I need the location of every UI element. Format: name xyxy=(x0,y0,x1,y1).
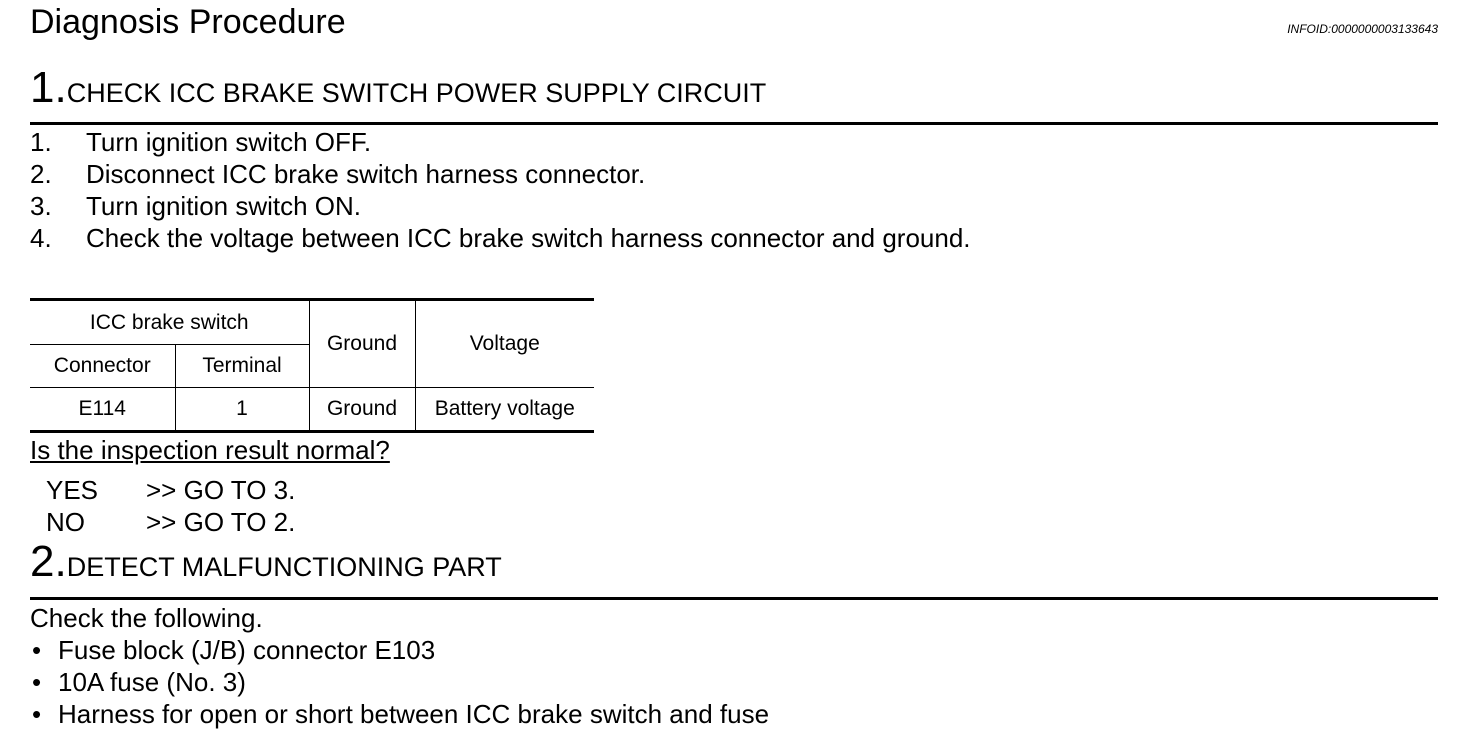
instruction-item: 4. Check the voltage between ICC brake s… xyxy=(30,222,971,254)
inspection-answers: YES >> GO TO 3. NO >> GO TO 2. xyxy=(46,474,295,538)
table-header-ground: Ground xyxy=(308,299,416,388)
instruction-number: 1. xyxy=(30,127,52,157)
answer-yes: YES xyxy=(46,475,99,505)
table-group-header: ICC brake switch xyxy=(30,299,310,345)
table-cell-voltage: Battery voltage xyxy=(414,387,594,432)
instruction-text: Check the voltage between ICC brake swit… xyxy=(86,223,971,253)
table-header-terminal: Terminal xyxy=(174,344,309,388)
check-list: • Fuse block (J/B) connector E103 • 10A … xyxy=(30,634,769,730)
table-cell-connector: E114 xyxy=(30,387,176,432)
answer-row: YES >> GO TO 3. xyxy=(46,474,295,506)
table-cell-ground: Ground xyxy=(308,387,416,432)
list-item-text: Fuse block (J/B) connector E103 xyxy=(58,635,436,665)
info-id: INFOID:0000000003133643 xyxy=(1287,22,1438,36)
list-item-text: 10A fuse (No. 3) xyxy=(58,667,246,697)
step-1-number: 1. xyxy=(30,63,67,112)
answer-row: NO >> GO TO 2. xyxy=(46,506,295,538)
instruction-text: Turn ignition switch ON. xyxy=(86,191,362,221)
step-1-divider xyxy=(30,122,1438,125)
answer-no-action: >> GO TO 2. xyxy=(146,507,296,537)
table-row: E114 1 Ground Battery voltage xyxy=(30,387,594,432)
step-1-title: CHECK ICC BRAKE SWITCH POWER SUPPLY CIRC… xyxy=(66,78,767,108)
instruction-item: 3. Turn ignition switch ON. xyxy=(30,190,971,222)
table-header-connector: Connector xyxy=(30,344,176,388)
table-cell-terminal: 1 xyxy=(174,387,310,432)
inspection-question: Is the inspection result normal? xyxy=(30,435,390,465)
bullet-icon: • xyxy=(32,667,42,697)
list-item-text: Harness for open or short between ICC br… xyxy=(58,699,770,729)
list-item: • Harness for open or short between ICC … xyxy=(30,698,769,730)
bullet-icon: • xyxy=(32,635,42,665)
bullet-icon: • xyxy=(32,699,42,729)
table-subheader-row: Connector Terminal xyxy=(30,344,594,388)
list-item: • Fuse block (J/B) connector E103 xyxy=(30,634,769,666)
answer-yes-action: >> GO TO 3. xyxy=(146,475,296,505)
voltage-spec-table: ICC brake switch Ground Voltage Connecto… xyxy=(30,298,594,433)
step-1-heading: 1.CHECK ICC BRAKE SWITCH POWER SUPPLY CI… xyxy=(30,66,766,110)
step-2-title: DETECT MALFUNCTIONING PART xyxy=(66,552,502,582)
step-1-instructions: 1. Turn ignition switch OFF. 2. Disconne… xyxy=(30,126,971,254)
check-intro: Check the following. xyxy=(30,603,263,633)
instruction-text: Turn ignition switch OFF. xyxy=(86,127,372,157)
table-header-row: ICC brake switch Ground Voltage xyxy=(30,299,594,388)
instruction-number: 3. xyxy=(30,191,52,221)
instruction-text: Disconnect ICC brake switch harness conn… xyxy=(86,159,646,189)
instruction-item: 2. Disconnect ICC brake switch harness c… xyxy=(30,158,971,190)
step-2-number: 2. xyxy=(30,537,67,586)
instruction-number: 2. xyxy=(30,159,52,189)
instruction-number: 4. xyxy=(30,223,52,253)
page-title: Diagnosis Procedure xyxy=(30,3,346,41)
answer-no: NO xyxy=(46,507,85,537)
table-header-voltage: Voltage xyxy=(414,299,594,388)
step-2-heading: 2.DETECT MALFUNCTIONING PART xyxy=(30,540,502,584)
instruction-item: 1. Turn ignition switch OFF. xyxy=(30,126,971,158)
step-2-divider xyxy=(30,597,1438,600)
list-item: • 10A fuse (No. 3) xyxy=(30,666,769,698)
